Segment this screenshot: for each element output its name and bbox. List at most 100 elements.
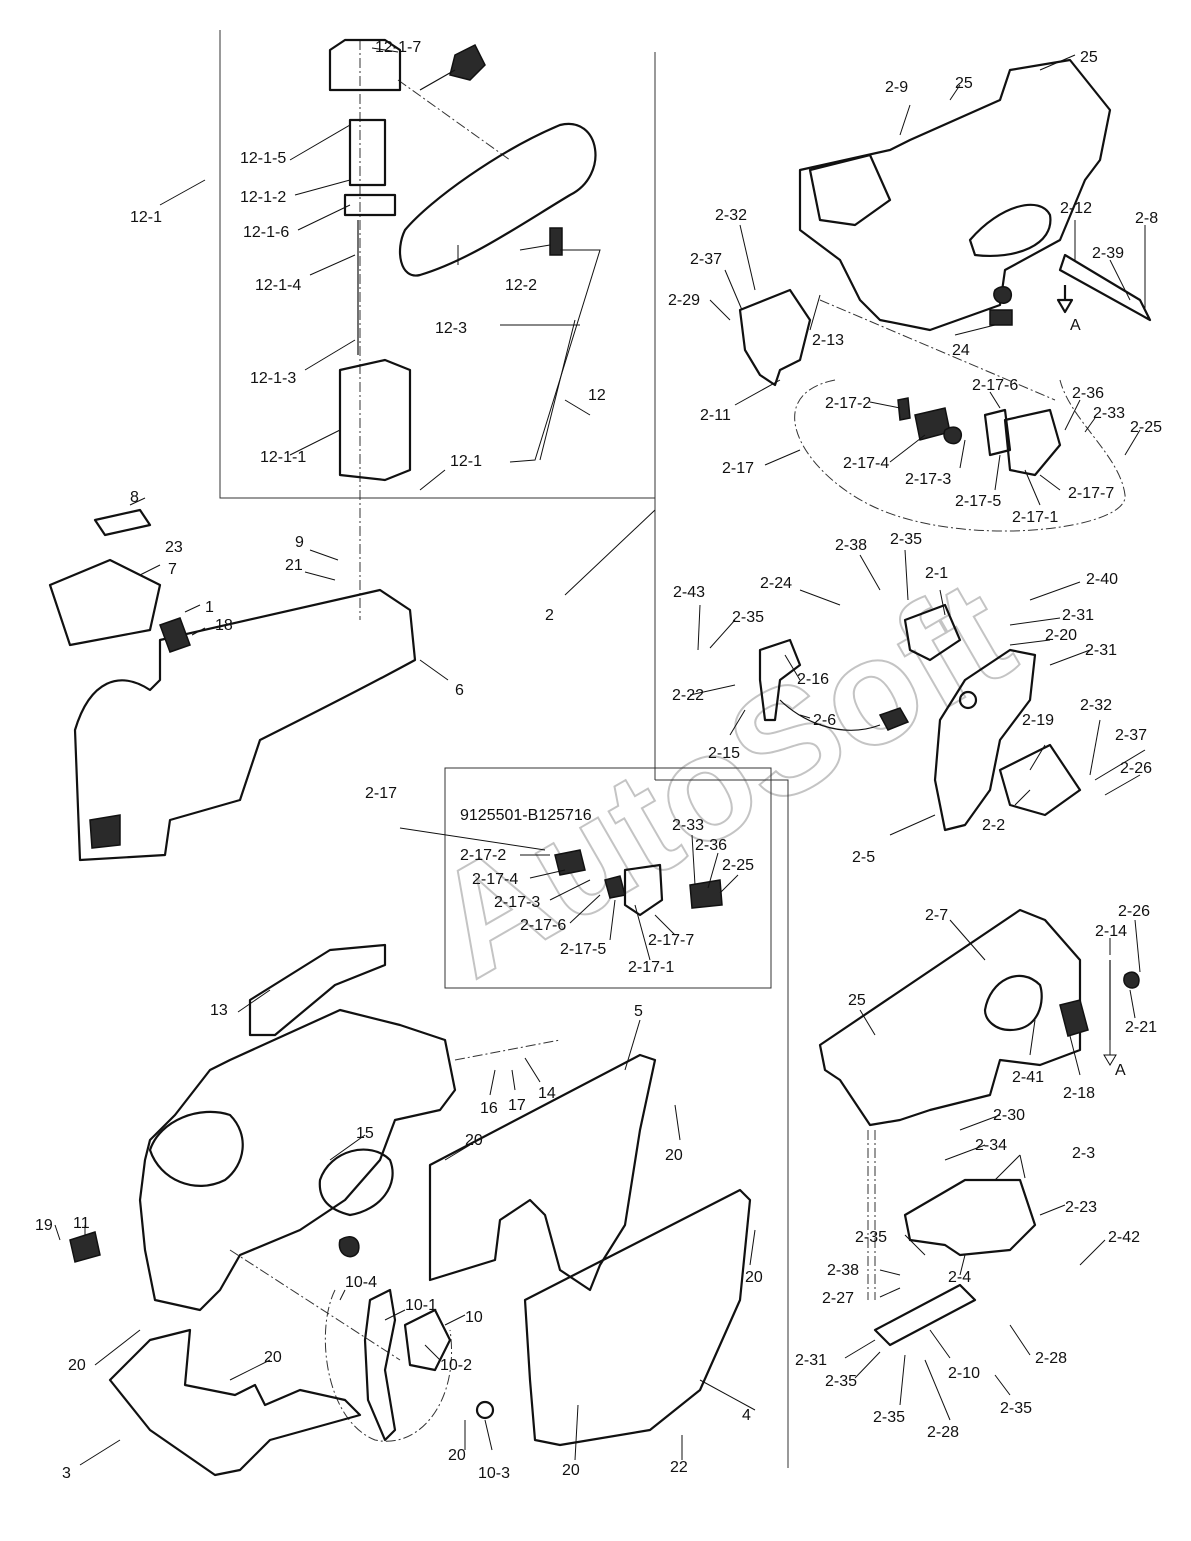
label-12-1: 12-1 xyxy=(130,209,162,226)
label-2-16: 2-16 xyxy=(797,671,829,688)
label-2-26-b: 2-26 xyxy=(1118,903,1150,920)
label-2-32-a: 2-32 xyxy=(715,207,747,224)
label-20-f: 20 xyxy=(448,1447,466,1464)
label-2-9: 2-9 xyxy=(885,79,908,96)
label-12: 12 xyxy=(588,387,606,404)
label-2-33-b: 2-33 xyxy=(672,817,704,834)
arrow-marker-bottom: A xyxy=(1115,1062,1126,1079)
side-panels xyxy=(108,1053,752,1477)
label-2-17-6-b: 2-17-6 xyxy=(520,917,566,934)
cap-11 xyxy=(69,1231,101,1263)
label-2-38-b: 2-38 xyxy=(827,1262,859,1279)
label-2-17-3-a: 2-17-3 xyxy=(905,471,951,488)
label-2-8: 2-8 xyxy=(1135,210,1158,227)
bracket-12-1-7 xyxy=(328,38,402,92)
label-2-31-b: 2-31 xyxy=(1085,642,1117,659)
label-25-b: 25 xyxy=(1080,49,1098,66)
label-2-34: 2-34 xyxy=(975,1137,1007,1154)
label-20-a: 20 xyxy=(465,1132,483,1149)
label-2-5: 2-5 xyxy=(852,849,875,866)
label-20-d: 20 xyxy=(68,1357,86,1374)
label-2-22: 2-22 xyxy=(672,687,704,704)
label-2-36-a: 2-36 xyxy=(1072,385,1104,402)
label-25-c: 25 xyxy=(848,992,866,1009)
label-2-32-b: 2-32 xyxy=(1080,697,1112,714)
label-2-2: 2-2 xyxy=(982,817,1005,834)
label-2-24: 2-24 xyxy=(760,575,792,592)
label-13: 13 xyxy=(210,1002,228,1019)
label-5: 5 xyxy=(634,1003,643,1020)
label-18: 18 xyxy=(215,617,233,634)
part-labels: 12-1-7 12-1-5 12-1 12-1-2 12-1-6 12-1-4 … xyxy=(35,39,1162,1482)
label-2: 2 xyxy=(545,607,554,624)
label-14: 14 xyxy=(538,1085,556,1102)
arrow-marker-top: A xyxy=(1070,317,1081,334)
label-2-38-a: 2-38 xyxy=(835,537,867,554)
label-24: 24 xyxy=(952,342,970,359)
link-2-16 xyxy=(758,638,802,722)
label-1: 1 xyxy=(205,599,214,616)
label-2-12: 2-12 xyxy=(1060,200,1092,217)
label-2-14: 2-14 xyxy=(1095,923,1127,940)
label-2-19: 2-19 xyxy=(1022,712,1054,729)
label-2-28-a: 2-28 xyxy=(1035,1350,1067,1367)
label-12-1-1: 12-1-1 xyxy=(260,449,306,466)
label-12-1-4: 12-1-4 xyxy=(255,277,301,294)
label-3: 3 xyxy=(62,1465,71,1482)
label-2-17-2-b: 2-17-2 xyxy=(460,847,506,864)
cylinder-2-10 xyxy=(873,1283,977,1347)
label-16: 16 xyxy=(480,1100,498,1117)
knob-12-1-7 xyxy=(449,43,486,81)
label-25-a: 25 xyxy=(955,75,973,92)
pin-12-2 xyxy=(549,227,563,256)
bracket-assembly-2-5 xyxy=(758,603,1082,832)
label-12-1-5: 12-1-5 xyxy=(240,150,286,167)
label-2-17-2-a: 2-17-2 xyxy=(825,395,871,412)
label-12-3: 12-3 xyxy=(435,320,467,337)
label-6: 6 xyxy=(455,682,464,699)
label-2-17-1-b: 2-17-1 xyxy=(628,959,674,976)
bracket-2-19 xyxy=(998,743,1082,817)
label-2-6: 2-6 xyxy=(813,712,836,729)
label-2-35-f: 2-35 xyxy=(873,1409,905,1426)
label-19: 19 xyxy=(35,1217,53,1234)
label-12-1-2: 12-1-2 xyxy=(240,189,286,206)
label-2-17-5-b: 2-17-5 xyxy=(560,941,606,958)
label-2-20: 2-20 xyxy=(1045,627,1077,644)
label-2-17-4-b: 2-17-4 xyxy=(472,871,518,888)
label-2-17-6-a: 2-17-6 xyxy=(972,377,1018,394)
label-2-29: 2-29 xyxy=(668,292,700,309)
label-12-1-6: 12-1-6 xyxy=(243,224,289,241)
label-2-13: 2-13 xyxy=(812,332,844,349)
label-23: 23 xyxy=(165,539,183,556)
plate-12-1-6 xyxy=(343,193,397,217)
label-2-18: 2-18 xyxy=(1063,1085,1095,1102)
label-2-31-a: 2-31 xyxy=(1062,607,1094,624)
assembly-lines xyxy=(229,40,1126,1442)
label-2-21: 2-21 xyxy=(1125,1019,1157,1036)
label-2-35-b: 2-35 xyxy=(732,609,764,626)
label-10-3: 10-3 xyxy=(478,1465,510,1482)
panel-3 xyxy=(108,1328,362,1477)
label-2-17-7-a: 2-17-7 xyxy=(1068,485,1114,502)
label-2-37-b: 2-37 xyxy=(1115,727,1147,744)
label-12-2: 12-2 xyxy=(505,277,537,294)
label-2-17-5-a: 2-17-5 xyxy=(955,493,1001,510)
label-2-3: 2-3 xyxy=(1072,1145,1095,1162)
inset-frame xyxy=(444,767,772,989)
plate-2-1 xyxy=(903,603,962,662)
cable-2-6 xyxy=(779,699,881,731)
label-2-35-a: 2-35 xyxy=(890,531,922,548)
lever-assembly-2-17 xyxy=(897,397,1062,477)
label-9: 9 xyxy=(295,534,304,551)
label-2-4: 2-4 xyxy=(948,1269,971,1286)
label-22: 22 xyxy=(670,1459,688,1476)
label-2-36-b: 2-36 xyxy=(695,837,727,854)
label-2-10: 2-10 xyxy=(948,1365,980,1382)
label-20-e: 20 xyxy=(264,1349,282,1366)
label-12-1-b: 12-1 xyxy=(450,453,482,470)
label-17: 17 xyxy=(508,1097,526,1114)
label-2-17-1-a: 2-17-1 xyxy=(1012,509,1058,526)
label-2-35-d: 2-35 xyxy=(825,1373,857,1390)
